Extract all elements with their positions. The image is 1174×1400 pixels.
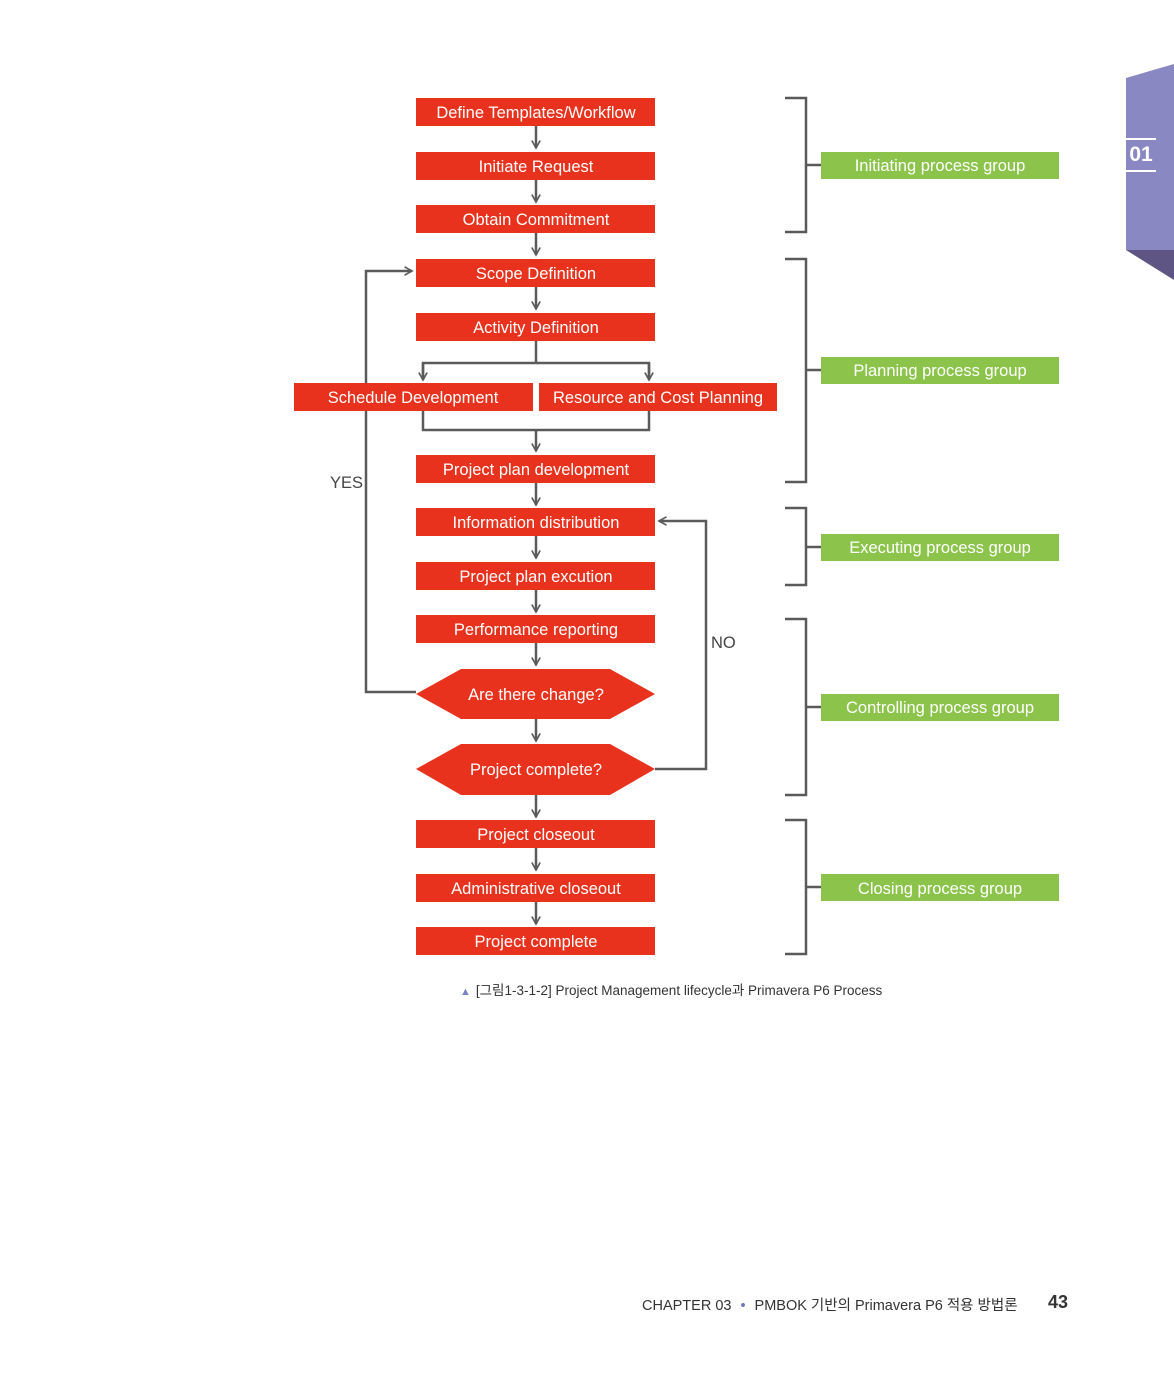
decision-change-label: Are there change? [468,686,604,704]
no-label: NO [711,634,736,652]
footer-title: PMBOK 기반의 Primavera P6 적용 방법론 [754,1298,1018,1314]
process-performance-reporting: Performance reporting [416,615,655,643]
process-information-distribution: Information distribution [416,508,655,536]
connectors [364,126,708,924]
process-initiate-request: Initiate Request [416,152,655,180]
bracket-planning [785,257,821,484]
process-project-plan-development: Project plan development [416,455,655,483]
decision-change: Are there change? [416,669,655,719]
process-project-plan-execution-label: Project plan excution [459,568,612,586]
chapter-tab-fold [1126,250,1174,280]
bracket-controlling [785,617,821,797]
group-planning: Planning process group [821,357,1059,384]
process-performance-reporting-label: Performance reporting [454,621,618,639]
caption-triangle-icon: ▲ [460,986,471,998]
group-closing-label: Closing process group [858,880,1022,898]
group-initiating: Initiating process group [821,152,1059,179]
process-project-complete: Project complete [416,927,655,955]
process-scope-definition: Scope Definition [416,259,655,287]
group-planning-label: Planning process group [853,362,1026,380]
process-define-templates: Define Templates/Workflow [416,98,655,126]
chapter-tab-body [1126,64,1174,250]
process-project-plan-development-label: Project plan development [443,461,630,479]
page-footer: CHAPTER 03 • PMBOK 기반의 Primavera P6 적용 방법론 [642,1294,1018,1315]
yes-label: YES [330,474,363,492]
group-brackets [785,96,821,956]
group-closing: Closing process group [821,874,1059,901]
no-loop [655,521,708,771]
group-controlling-label: Controlling process group [846,699,1034,717]
lifecycle-flowchart: Define Templates/Workflow Initiate Reque… [294,96,1059,956]
process-project-plan-execution: Project plan excution [416,562,655,590]
process-obtain-commitment: Obtain Commitment [416,205,655,233]
process-administrative-closeout-label: Administrative closeout [451,880,621,898]
decision-complete-label: Project complete? [470,761,602,779]
process-schedule-development-label: Schedule Development [328,389,499,407]
process-boxes: Define Templates/Workflow Initiate Reque… [294,98,777,955]
page-number: 43 [1048,1292,1069,1312]
footer-bullet: • [740,1298,746,1314]
process-initiate-request-label: Initiate Request [479,158,594,176]
group-initiating-label: Initiating process group [855,157,1026,175]
process-activity-definition-label: Activity Definition [473,319,599,337]
process-resource-cost-planning-label: Resource and Cost Planning [553,389,763,407]
bracket-closing [785,818,821,956]
process-project-closeout-label: Project closeout [477,826,595,844]
bracket-executing [785,506,821,587]
process-project-closeout: Project closeout [416,820,655,848]
process-activity-definition: Activity Definition [416,313,655,341]
group-controlling: Controlling process group [821,694,1059,721]
process-scope-definition-label: Scope Definition [476,265,596,283]
process-schedule-development: Schedule Development [294,383,533,411]
caption-text: [그림1-3-1-2] Project Management lifecycle… [475,983,883,998]
group-boxes: Initiating process group Planning proces… [821,152,1059,901]
chapter-tab-number: 01 [1126,138,1156,172]
process-obtain-commitment-label: Obtain Commitment [463,211,610,229]
chapter-tab [1126,64,1174,280]
process-information-distribution-label: Information distribution [453,514,620,532]
process-resource-cost-planning: Resource and Cost Planning [539,383,777,411]
group-executing: Executing process group [821,534,1059,561]
yes-loop [364,271,416,694]
group-executing-label: Executing process group [849,539,1031,557]
merge-connector [421,411,651,432]
figure-caption: ▲ [그림1-3-1-2] Project Management lifecycl… [460,979,882,999]
process-project-complete-label: Project complete [475,933,598,951]
split-connector-right [536,361,651,378]
process-administrative-closeout: Administrative closeout [416,874,655,902]
footer-chapter: CHAPTER 03 [642,1298,732,1314]
bracket-initiating [785,96,821,234]
process-define-templates-label: Define Templates/Workflow [436,104,635,122]
decision-complete: Project complete? [416,744,655,795]
split-connector [421,341,538,378]
